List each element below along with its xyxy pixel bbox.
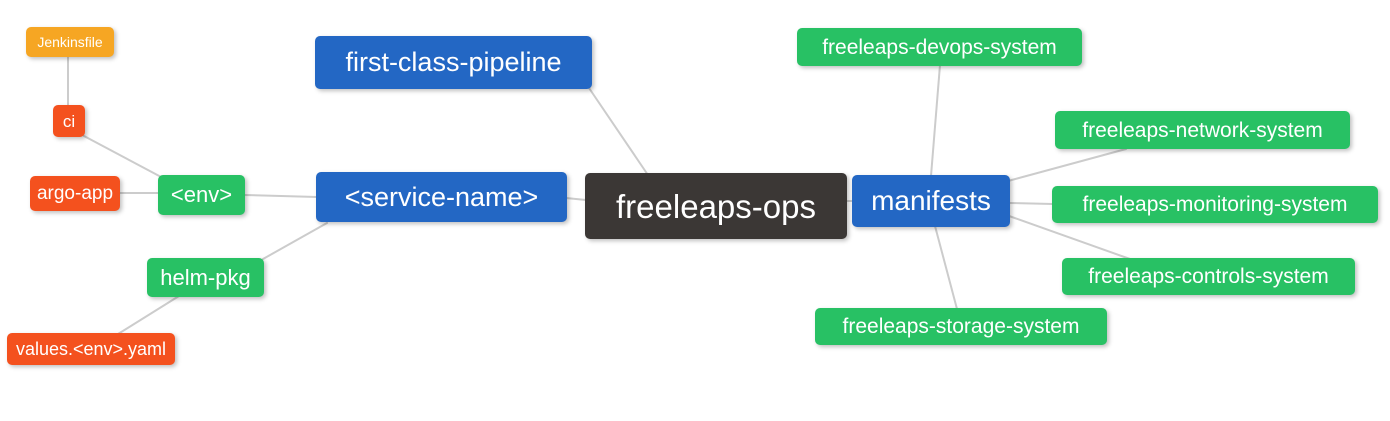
node-storage-system[interactable]: freeleaps-storage-system	[815, 308, 1107, 345]
edge-helm-pkg-to-service-name	[262, 222, 328, 260]
node-network-system[interactable]: freeleaps-network-system	[1055, 111, 1350, 149]
node-service-name[interactable]: <service-name>	[316, 172, 567, 222]
edge-first-class-pipeline-to-freeleaps-ops	[588, 87, 651, 179]
edge-manifests-to-controls-system	[1008, 215, 1131, 260]
node-freeleaps-ops[interactable]: freeleaps-ops	[585, 173, 847, 239]
node-jenkinsfile[interactable]: Jenkinsfile	[26, 27, 114, 57]
edge-service-name-to-freeleaps-ops	[565, 197, 587, 201]
node-argo-app[interactable]: argo-app	[30, 176, 120, 211]
edge-env-to-service-name	[243, 194, 318, 198]
edge-manifests-to-storage-system	[934, 225, 958, 310]
edge-manifests-to-network-system	[1007, 148, 1127, 182]
node-first-class-pipeline[interactable]: first-class-pipeline	[315, 36, 592, 89]
node-devops-system[interactable]: freeleaps-devops-system	[797, 28, 1082, 66]
node-manifests[interactable]: manifests	[852, 175, 1010, 227]
node-controls-system[interactable]: freeleaps-controls-system	[1062, 258, 1355, 295]
node-ci[interactable]: ci	[53, 105, 85, 137]
node-values-env-yaml[interactable]: values.<env>.yaml	[7, 333, 175, 365]
edge-values-env-yaml-to-helm-pkg	[117, 295, 180, 335]
node-monitoring-system[interactable]: freeleaps-monitoring-system	[1052, 186, 1378, 223]
node-env[interactable]: <env>	[158, 175, 245, 215]
edge-devops-system-to-manifests	[930, 64, 941, 177]
node-helm-pkg[interactable]: helm-pkg	[147, 258, 264, 297]
edge-ci-to-env	[83, 135, 164, 179]
edge-manifests-to-monitoring-system	[1008, 202, 1054, 205]
